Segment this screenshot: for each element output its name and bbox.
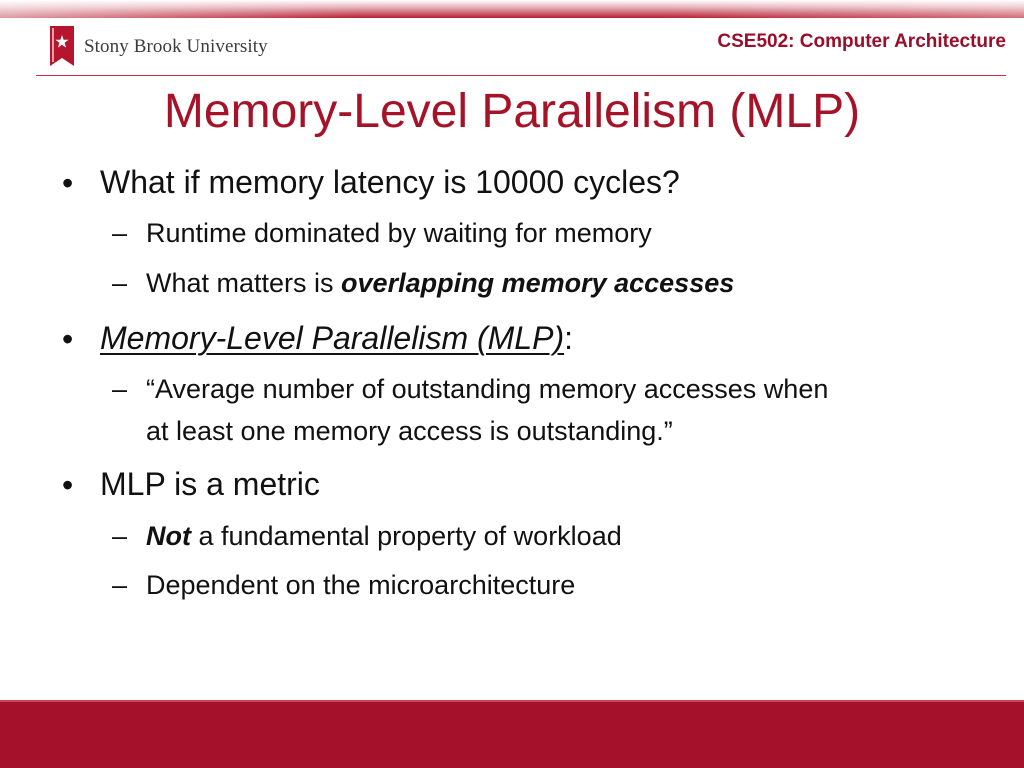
definition-line-2: at least one memory access is outstandin… (146, 416, 673, 446)
footer-band (0, 702, 1024, 768)
emphasis-text: Not (146, 521, 191, 551)
slide-title: Memory-Level Parallelism (MLP) (163, 85, 861, 138)
emphasis-text: overlapping memory accesses (341, 268, 735, 298)
sub-bullet-text: Dependent on the microarchitecture (146, 570, 576, 600)
sub-bullet-text: Runtime dominated by waiting for memory (146, 218, 652, 248)
slide-body: • What if memory latency is 10000 cycles… (62, 164, 829, 600)
header-divider (36, 75, 1006, 76)
sub-bullet-text: Not a fundamental property of workload (146, 519, 622, 553)
sub-bullet-marker: – (112, 218, 128, 248)
bullet-text: MLP is a metric (100, 466, 320, 502)
bullet-marker: • (62, 467, 74, 503)
top-bar-sheen (0, 0, 1024, 18)
bullet-text: Memory-Level Parallelism (MLP): (100, 318, 573, 358)
sub-bullet-marker: – (112, 521, 128, 551)
defined-term: Memory-Level Parallelism (MLP) (100, 320, 565, 356)
course-title: CSE502: Computer Architecture (717, 31, 1006, 52)
sub-bullet-marker: – (112, 374, 128, 404)
university-name: Stony Brook University (84, 36, 268, 57)
sub-bullet-marker: – (112, 268, 128, 298)
star-shield-icon (50, 26, 74, 66)
university-logo: Stony Brook University (50, 26, 268, 66)
sub-bullet-marker: – (112, 570, 128, 600)
bullet-marker: • (62, 321, 74, 357)
bullet-marker: • (62, 165, 74, 201)
sub-bullet-prefix: What matters is (146, 268, 342, 298)
term-suffix: : (564, 320, 573, 356)
bullet-text: What if memory latency is 10000 cycles? (100, 164, 680, 200)
footer-band-edge (0, 700, 1024, 702)
sub-bullet-text: What matters is overlapping memory acces… (146, 266, 734, 300)
sub-bullet-suffix: a fundamental property of workload (190, 521, 622, 551)
definition-line-1: “Average number of outstanding memory ac… (146, 374, 829, 404)
